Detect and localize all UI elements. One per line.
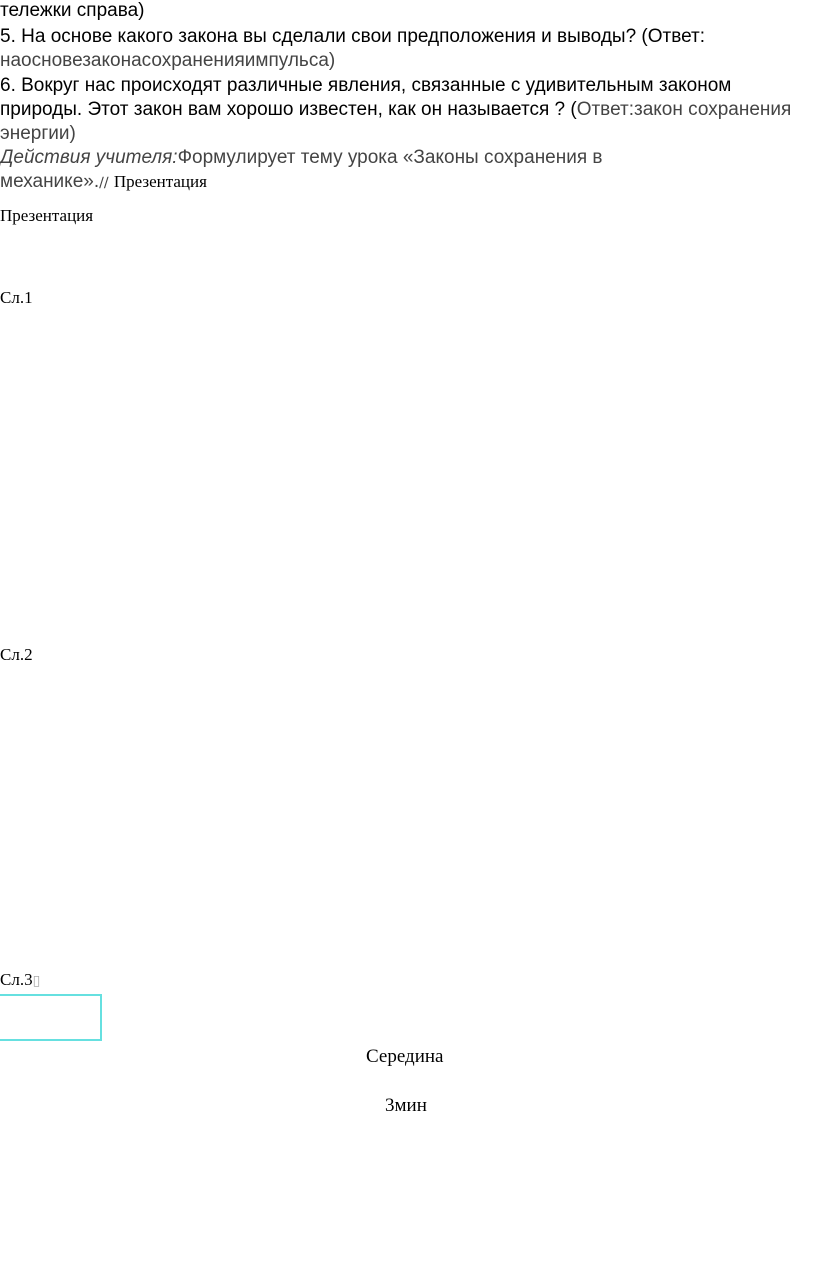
duration-label: 3мин [385, 1095, 427, 1116]
question-6-answer-end: энергии) [0, 123, 76, 144]
presentation-inline-label: Презентация [113, 172, 207, 191]
teacher-actions-line-2: механике».∕∕ Презентация [0, 171, 207, 194]
middle-label: Середина [366, 1046, 444, 1067]
slide-2-label: Сл.2 [0, 645, 33, 664]
text-line-carts-right: тележки справа) [0, 0, 145, 21]
teacher-actions-text: Формулирует тему урока «Законы сохранени… [177, 147, 603, 168]
slide-3-label: Сл.3 [0, 970, 33, 989]
question-6-line-2: природы. Этот закон вам хорошо известен,… [0, 99, 791, 121]
slash-mark-icon: ∕∕ [99, 175, 109, 191]
question-5-answer: наосновезаконасохраненияимпульса) [0, 50, 336, 71]
question-5: 5. На основе какого закона вы сделали св… [0, 26, 706, 47]
question-6-line-1: 6. Вокруг нас происходят различные явлен… [0, 75, 732, 96]
slide-1-label: Сл.1 [0, 288, 33, 307]
question-6-answer: Ответ:закон сохранения [576, 99, 792, 120]
presentation-label: Презентация [0, 206, 94, 225]
cyan-frame [0, 994, 102, 1041]
question-6-text: природы. Этот закон вам хорошо известен,… [0, 99, 577, 120]
slide-3-line: Сл.3▯ [0, 970, 40, 991]
placeholder-glyph-icon: ▯ [32, 973, 41, 989]
teacher-actions-line: Действия учителя:Формулирует тему урока … [0, 147, 603, 169]
teacher-actions-text-2: механике». [0, 171, 100, 192]
teacher-actions-label: Действия учителя: [0, 147, 178, 168]
